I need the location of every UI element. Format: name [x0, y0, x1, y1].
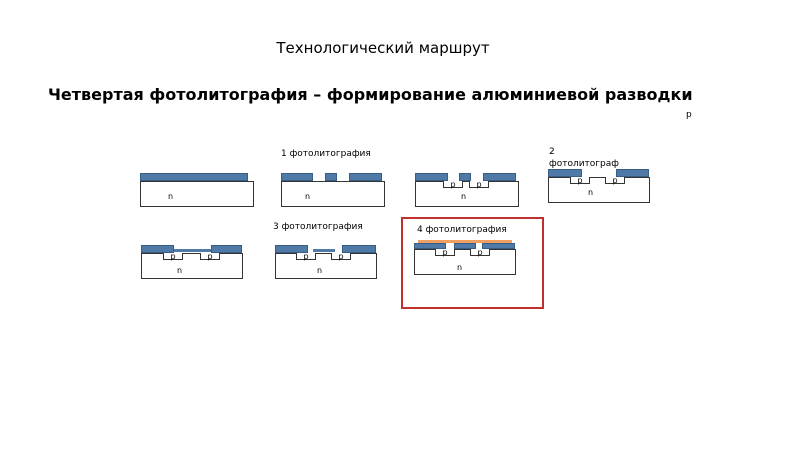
n-substrate [414, 249, 516, 275]
oxide-segment-left [281, 173, 313, 181]
oxide-segment-right [483, 173, 516, 181]
p-region-left: p [296, 253, 316, 261]
p-region-right: p [470, 249, 490, 257]
slide-subtitle: Четвертая фотолитография – формирование … [48, 85, 693, 104]
oxide-segment-left [141, 245, 174, 253]
p-region-right: p [331, 253, 351, 261]
stage-2-photolithography: p p n [548, 168, 652, 204]
p-region-left: p [570, 177, 590, 185]
n-substrate [141, 253, 243, 279]
oxide-segment-left [414, 243, 446, 249]
n-region-label: n [461, 192, 467, 201]
oxide-segment-left [275, 245, 308, 253]
thin-oxide [174, 249, 212, 252]
step1-label: 1 фотолитография [281, 149, 371, 159]
n-substrate [548, 177, 650, 203]
p-region-left: p [435, 249, 455, 257]
p-region-left: p [443, 181, 463, 189]
slide-title: Технологический маршрут [276, 39, 490, 57]
n-substrate [281, 181, 385, 207]
oxide-segment-right [349, 173, 382, 181]
oxide-segment-mid [325, 173, 337, 181]
aluminum-layer [418, 240, 512, 243]
stage-1-photolithography: n [281, 172, 385, 208]
stage-4-photolithography: p p n [414, 238, 518, 276]
n-region-label: n [457, 263, 463, 272]
al-mark-right [476, 243, 478, 245]
stage-p-diffusion: p p n [415, 172, 519, 208]
n-region-label: n [317, 266, 323, 275]
n-region-label: n [588, 188, 594, 197]
al-mark-left [449, 243, 451, 245]
p-region-right: p [605, 177, 625, 185]
oxide-segment-right [342, 245, 376, 253]
p-region-left: p [163, 253, 183, 261]
oxide-segment-right [482, 243, 515, 249]
oxide-segment-right [616, 169, 649, 177]
n-substrate [415, 181, 519, 207]
stage-thin-oxide: p p n [141, 244, 245, 280]
oxide-segment-mid [454, 243, 476, 249]
thin-oxide [313, 249, 335, 252]
oxide-layer [140, 173, 248, 181]
oxide-segment-right [211, 245, 242, 253]
oxide-segment-left [548, 169, 582, 177]
n-region-label: n [305, 192, 311, 201]
n-substrate [140, 181, 254, 207]
n-region-label: n [168, 192, 174, 201]
oxide-segment-mid [459, 173, 471, 181]
p-region-right: p [200, 253, 220, 261]
current-step-highlight [401, 217, 544, 309]
oxide-segment-left [415, 173, 448, 181]
step4-label: 4 фотолитография [417, 225, 507, 235]
n-substrate [275, 253, 377, 279]
step3-label: 3 фотолитография [273, 222, 363, 232]
contact-window-mark [309, 248, 311, 250]
corner-p-note: p [686, 110, 692, 120]
n-region-label: n [177, 266, 183, 275]
stage-initial-oxide: n [140, 172, 254, 208]
p-region-right: p [469, 181, 489, 189]
stage-3-photolithography: p p n [275, 244, 379, 280]
